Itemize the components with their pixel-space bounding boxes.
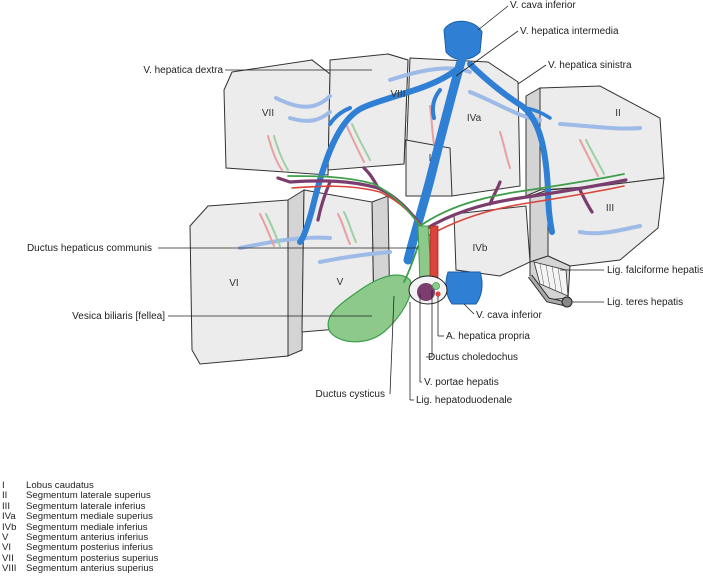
segment-ivb-block — [453, 205, 531, 277]
structure-labels: V. cava inferior V. hepatica intermedia … — [27, 0, 703, 406]
label-lig-teres-hepatis: Lig. teres hepatis — [607, 297, 683, 308]
pale-vessel-traces — [238, 66, 642, 264]
segment-vi-block — [189, 199, 289, 365]
legend-row: V Segmentum anterius inferius — [2, 532, 302, 544]
segment-label-vii: VII — [262, 108, 274, 119]
portal-vein-section — [417, 283, 435, 301]
legend-segment-name: Segmentum mediale inferius — [26, 521, 148, 533]
label-v-hepatica-dextra: V. hepatica dextra — [143, 65, 223, 76]
segment-label-ivb: IVb — [472, 243, 487, 254]
legend-segment-number: II — [2, 490, 8, 502]
segment-label-ii: II — [615, 108, 621, 119]
legend-segment-number: VIII — [2, 563, 17, 575]
legend-segment-name: Segmentum laterale inferius — [26, 500, 146, 512]
legend-row: IVb Segmentum mediale inferius — [2, 521, 302, 533]
segment-viii-block — [327, 53, 409, 171]
segment-label-iii: III — [606, 203, 614, 214]
legend-segment-number: VII — [2, 552, 14, 564]
legend-row: VI Segmentum posterius inferius — [2, 542, 302, 554]
segment-ii-block — [539, 85, 665, 191]
segment-label-v: V — [337, 277, 344, 288]
legend-segment-number: VI — [2, 542, 12, 554]
leader-lines — [158, 5, 604, 401]
label-ductus-hepaticus-communis: Ductus hepaticus communis — [27, 243, 152, 254]
label-lig-falciforme-hepatis: Lig. falciforme hepatis — [607, 265, 703, 276]
label-vesica-biliaris: Vesica biliaris [fellea] — [72, 311, 165, 322]
label-v-hepatica-sinistra: V. hepatica sinistra — [548, 60, 632, 71]
legend-row: II Segmentum laterale superius — [2, 490, 302, 502]
segment-label-iva: IVa — [467, 113, 482, 124]
legend-segment-number: IVa — [2, 511, 16, 523]
legend-row: VII Segmentum posterius superius — [2, 552, 302, 564]
label-v-portae-hepatis: V. portae hepatis — [424, 377, 499, 388]
vena-cava-inferior-upper — [443, 20, 483, 60]
legend-segment-name: Segmentum mediale superius — [26, 511, 153, 523]
gallbladder — [327, 274, 412, 343]
legend-row: IVa Segmentum mediale superius — [2, 511, 302, 523]
legend-segment-name: Segmentum laterale superius — [26, 490, 151, 502]
label-v-hepatica-intermedia: V. hepatica intermedia — [520, 26, 619, 37]
label-lig-hepatoduodenale: Lig. hepatoduodenale — [416, 395, 513, 406]
label-vena-cava-inferior-top: V. cava inferior — [510, 0, 576, 11]
legend-row: I Lobus caudatus — [2, 480, 302, 491]
segment-labels: VII VIII IVa II I III IVb VI V — [229, 89, 621, 289]
segment-label-vi: VI — [229, 278, 238, 289]
legend-segment-number: III — [2, 500, 10, 512]
liver-segment-blocks — [189, 53, 665, 365]
label-ductus-cysticus: Ductus cysticus — [316, 389, 385, 400]
legend-segment-name: Lobus caudatus — [26, 480, 94, 491]
vena-cava-inferior-lower — [445, 271, 483, 305]
falciform-ligament-hatch — [533, 261, 569, 297]
portal-triad-tree — [276, 166, 628, 343]
legend-segment-number: IVb — [2, 521, 17, 533]
segment-vii-block — [223, 59, 331, 176]
legend-segment-number: V — [2, 532, 9, 544]
legend-segment-name: Segmentum posterius inferius — [26, 542, 153, 554]
legend-segment-name: Segmentum posterius superius — [26, 552, 159, 564]
legend-segment-name: Segmentum anterius superius — [26, 563, 154, 575]
label-ductus-choledochus: Ductus choledochus — [428, 352, 518, 363]
legend-segment-name: Segmentum anterius inferius — [26, 532, 149, 544]
segment-label-viii: VIII — [390, 89, 405, 100]
legend-row: III Segmentum laterale inferius — [2, 500, 302, 512]
legend-row: VIII Segmentum anterius superius — [2, 563, 302, 575]
hepatic-artery-proper — [429, 225, 439, 285]
legend-segment-number: I — [2, 480, 5, 491]
hepatic-veins — [297, 20, 555, 305]
segment-label-i: I — [429, 153, 432, 164]
label-vena-cava-inferior-bottom: V. cava inferior — [476, 310, 542, 321]
label-a-hepatica-propria: A. hepatica propria — [446, 331, 530, 342]
